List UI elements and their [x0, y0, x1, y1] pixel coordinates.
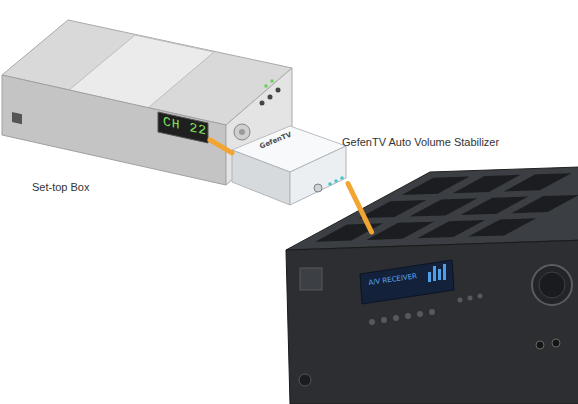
device-node: A/V RECEIVER — [356, 232, 578, 404]
device-caption: GefenTV Auto Volume Stabilizer — [342, 136, 499, 148]
cable-connector — [210, 140, 232, 153]
cable-connector — [348, 184, 372, 232]
stabilizer-drawing — [232, 126, 346, 205]
device-node: Set-top BoxCH 22 — [0, 15, 210, 175]
device-node: GefenTV Auto Volume StabilizerGefenTV — [232, 122, 348, 210]
device-caption: Set-top Box — [32, 181, 89, 193]
display-readout: CH 22 — [163, 115, 207, 139]
av-receiver-drawing — [286, 162, 578, 404]
display-readout: A/V RECEIVER — [368, 273, 418, 287]
brand-logo: GefenTV — [259, 131, 293, 151]
